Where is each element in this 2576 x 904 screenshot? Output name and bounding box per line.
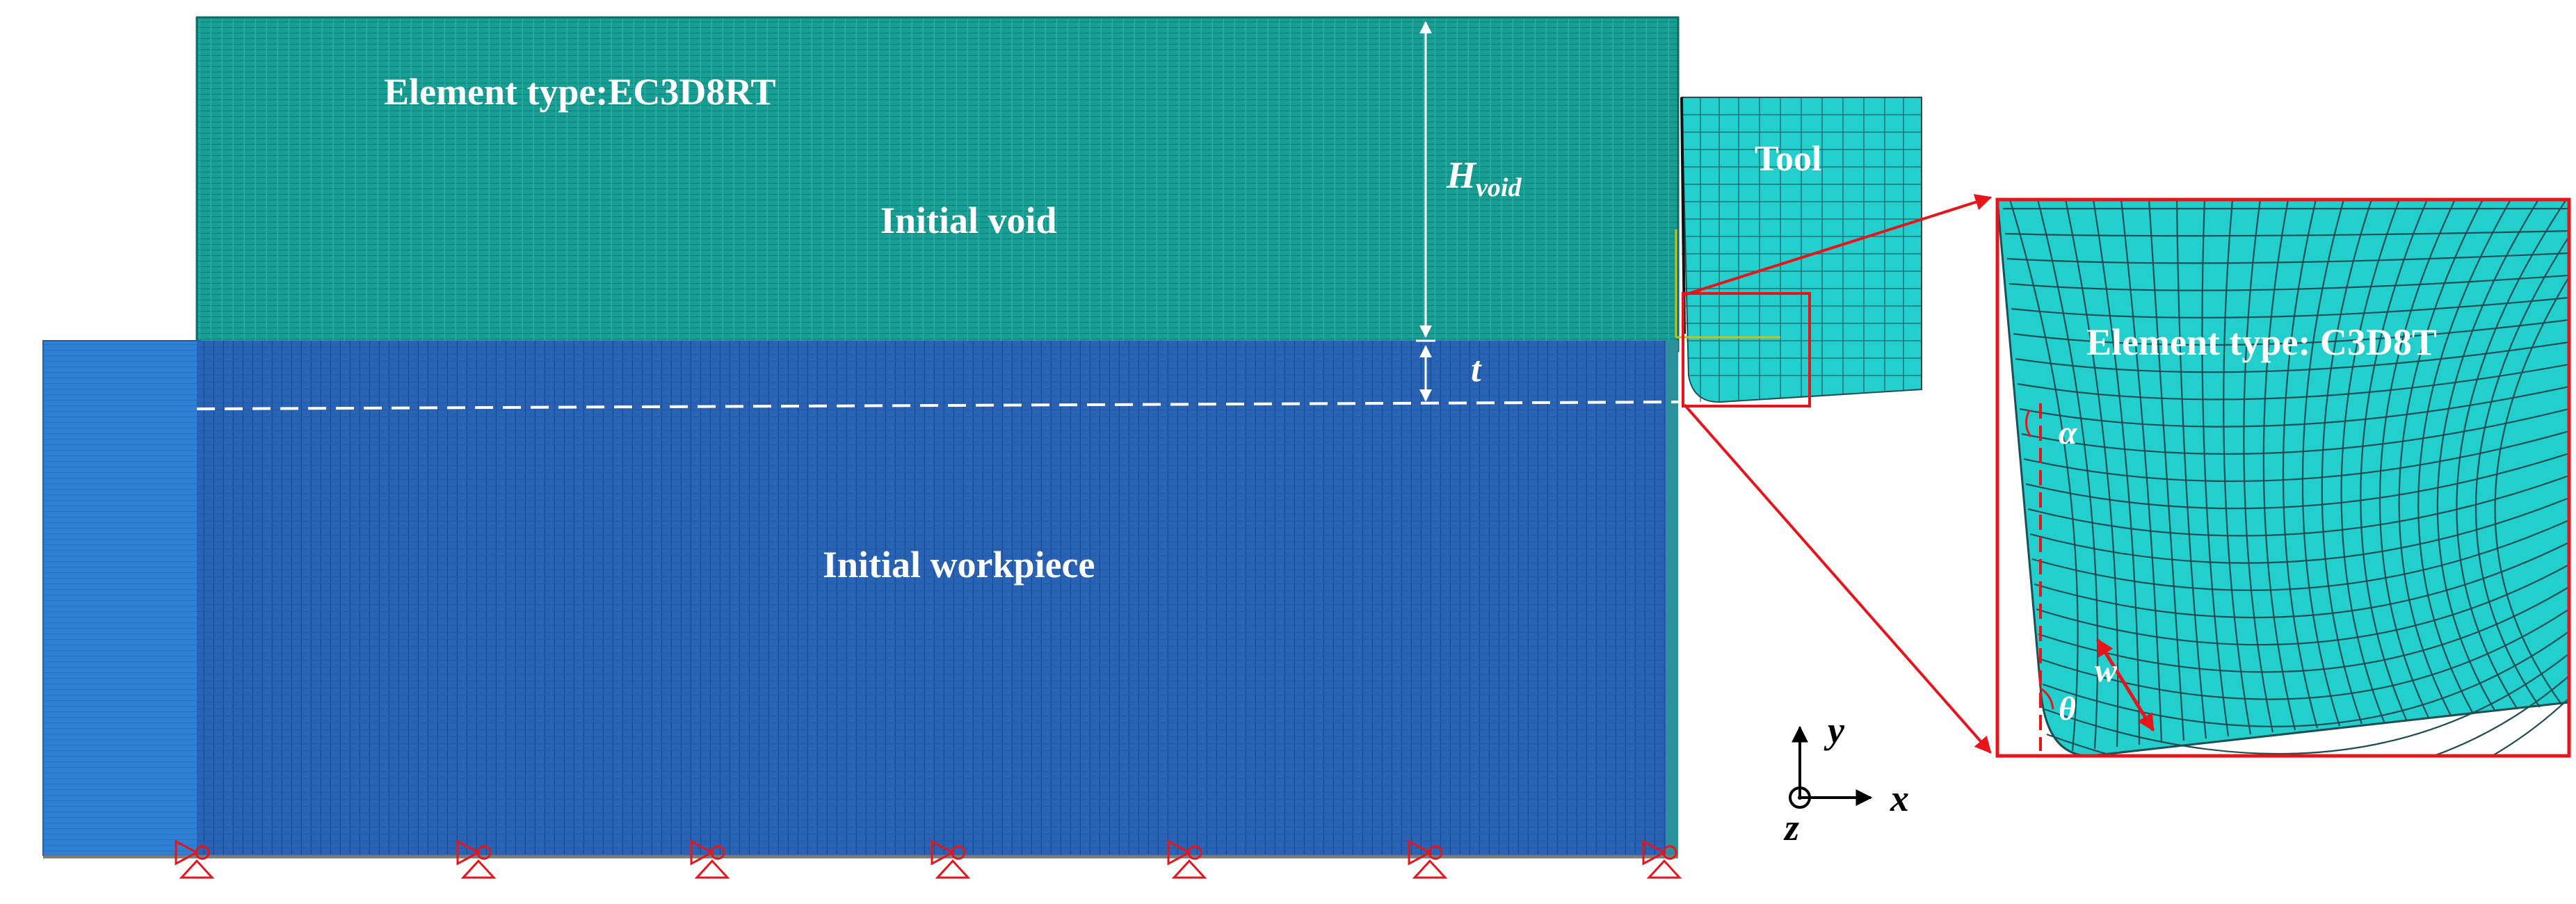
zoom-source-box — [1682, 292, 1811, 407]
pin-support-icon — [175, 839, 215, 879]
axis-y-label: y — [1824, 709, 1845, 751]
tool-small-view — [1680, 97, 1922, 403]
theta-symbol: θ — [2059, 691, 2076, 727]
tool-label: Tool — [1755, 139, 1821, 179]
theta-arc — [2040, 687, 2054, 710]
axis-z-label: z — [1783, 807, 1799, 848]
tool-element-type-label: Element type: C3D8T — [2086, 321, 2437, 363]
h-void-symbol: Hvoid — [1446, 154, 1522, 202]
w-symbol: w — [2095, 652, 2118, 689]
bottom-boundary-supports — [175, 839, 1682, 879]
zoom-callout-line-top — [1684, 194, 1993, 296]
t-symbol: t — [1471, 350, 1482, 389]
global-axes-icon — [1789, 725, 1873, 809]
initial-workpiece-mesh — [197, 341, 1678, 855]
alpha-arc — [2025, 410, 2032, 437]
pin-support-icon — [456, 839, 497, 879]
pin-support-icon — [1408, 839, 1448, 879]
tool-local-axes-icon — [1675, 229, 1780, 339]
h-void-subscript: void — [1476, 173, 1522, 202]
workpiece-left-strip — [42, 340, 201, 856]
workpiece-right-edge — [1666, 341, 1678, 855]
initial-void-label: Initial void — [880, 200, 1057, 241]
h-void-main: H — [1446, 154, 1477, 196]
axis-x-label: x — [1890, 777, 1909, 819]
pin-support-icon — [690, 839, 730, 879]
zoom-callout-line-bottom — [1683, 403, 1992, 754]
alpha-symbol: α — [2059, 414, 2078, 451]
w-dimension-arrow — [2095, 638, 2155, 732]
initial-workpiece-label: Initial workpiece — [823, 544, 1095, 586]
pin-support-icon — [1642, 839, 1682, 879]
tool-zoom-view — [1995, 197, 2571, 758]
depth-of-cut-dashed-line — [196, 401, 1684, 410]
pin-support-icon — [931, 839, 971, 879]
void-element-type-label: Element type:EC3D8RT — [384, 71, 776, 113]
pin-support-icon — [1167, 839, 1207, 879]
